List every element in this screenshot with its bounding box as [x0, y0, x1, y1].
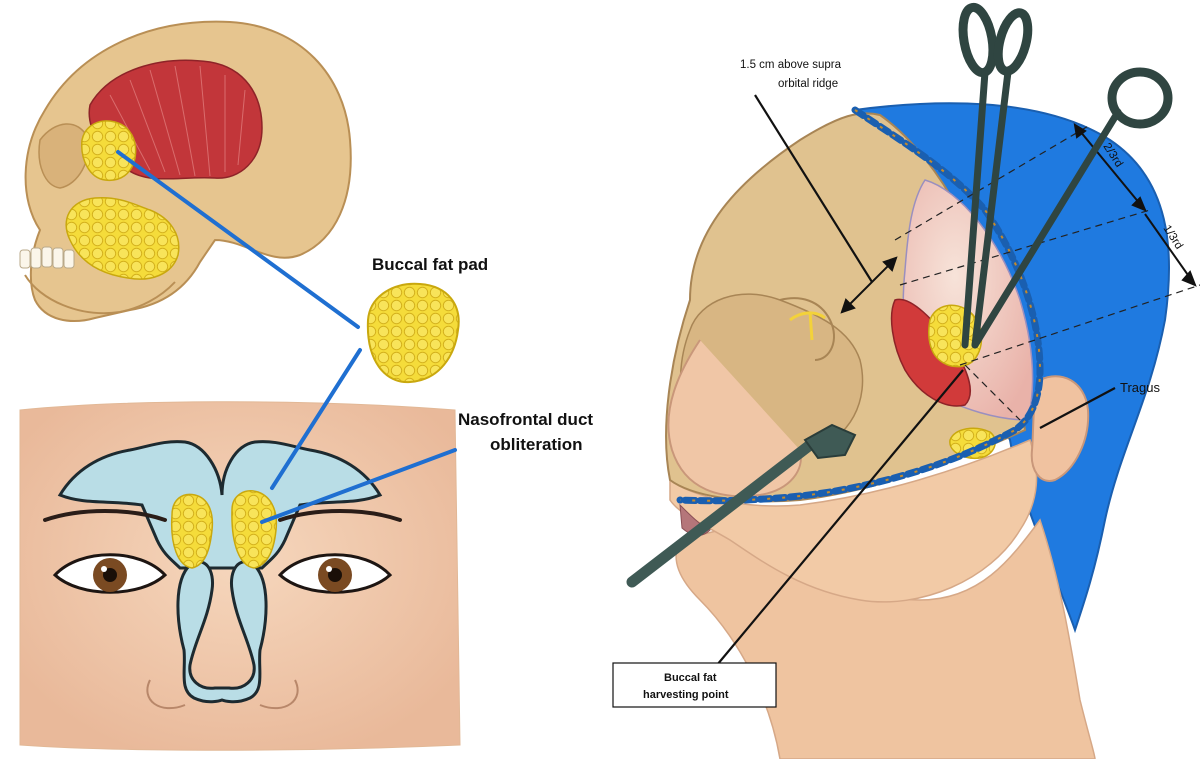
eyebrow-right — [278, 509, 402, 522]
supraorbital-label-line2: orbital ridge — [778, 78, 838, 90]
skull-fat-upper — [81, 120, 137, 182]
ear — [1030, 375, 1090, 482]
nose-outline — [146, 679, 299, 710]
skull-fat-lower — [65, 196, 180, 280]
nose-profile — [667, 339, 802, 498]
eye-right — [277, 553, 393, 594]
harvest-label-line1: Buccal fat — [664, 672, 717, 684]
supraorbital-nerve — [789, 311, 826, 341]
pointer-pad-to-sinus — [270, 348, 362, 490]
supraorbital-arrow — [841, 257, 897, 313]
orbit-rim — [779, 297, 835, 361]
eyebrow-left — [43, 509, 167, 522]
supraorbital-label-line1: 1.5 cm above supra — [740, 59, 842, 71]
supraorbital-pointer — [754, 94, 873, 283]
frontal-sinus — [57, 440, 383, 570]
harvest-pointer — [716, 369, 964, 666]
measurement-arrows — [840, 123, 1197, 314]
tragus-label: Tragus — [1120, 380, 1160, 395]
skull-teeth — [19, 246, 75, 269]
tragus-pointer — [1039, 387, 1116, 429]
pointer-label-to-sinus — [260, 448, 457, 524]
blue-pointer-lines — [116, 150, 457, 524]
sinus-fat-left — [170, 493, 214, 569]
skull-jaw — [24, 274, 176, 315]
one-third-arrow — [1144, 213, 1196, 286]
face-lower — [669, 438, 1038, 603]
buccal-fat-pad-blob — [366, 282, 460, 384]
harvest-label-line2: harvesting point — [643, 689, 729, 701]
retractor-icon — [626, 423, 857, 588]
buccal-fat-pad-label: Buccal fat pad — [372, 255, 488, 274]
label-pointer-lines — [716, 94, 1116, 666]
harvest-label-box: Buccal fat harvesting point — [612, 662, 777, 708]
scissors-icon — [958, 2, 1173, 349]
skull-illustration — [19, 20, 352, 322]
bicoronal-flap-head-illustration — [665, 102, 1171, 759]
nasofrontal-label-line2: obliteration — [490, 435, 583, 454]
two-thirds-arrow — [1074, 124, 1146, 211]
eye-left — [52, 553, 168, 594]
sinus-fat-right — [231, 490, 278, 569]
frontal-sinus-face-illustration — [19, 401, 461, 751]
skull-orbit — [38, 123, 90, 189]
nasofrontal-label-line1: Nasofrontal duct — [458, 410, 593, 429]
pointer-skull-to-pad — [116, 150, 360, 329]
